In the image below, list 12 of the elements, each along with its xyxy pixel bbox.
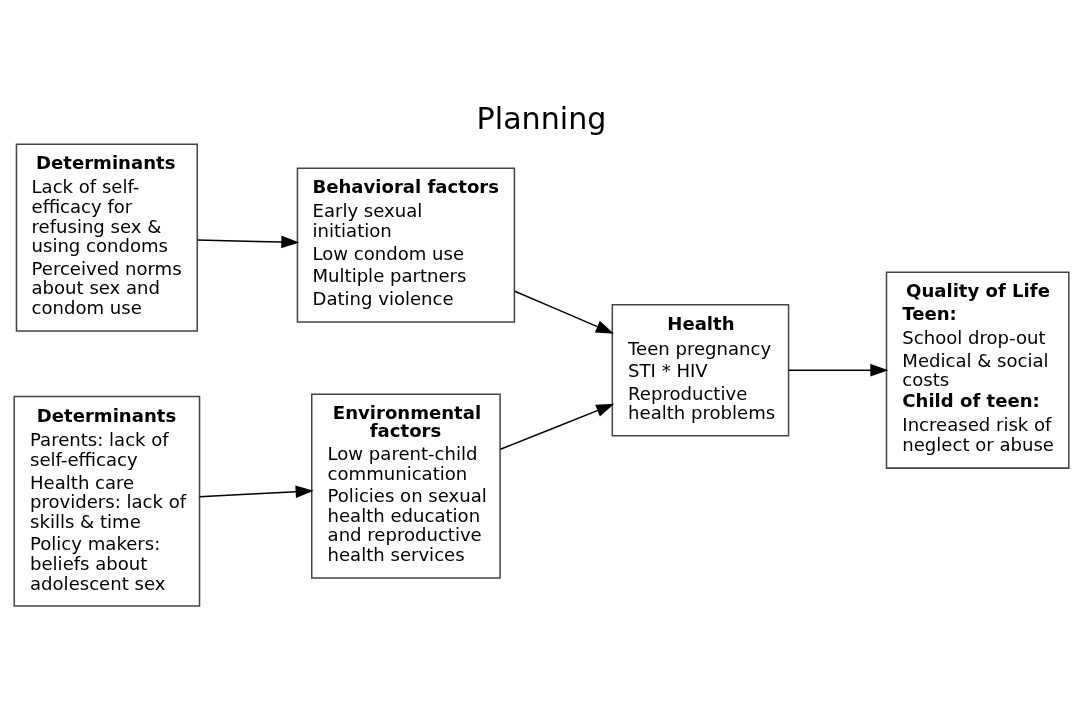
diagram-title: Planning <box>476 101 607 137</box>
node-box: Environmental factors Low parent-child communication Policies on sexual health education and reproductive health services <box>311 393 501 579</box>
node-box: Quality of Life Teen: School drop-out Medical & social costs Child of teen: Increased risk of neglect or abuse <box>885 271 1070 469</box>
arrow <box>513 290 614 334</box>
arrow <box>196 235 300 249</box>
node-box: Health Teen pregnancy STI * HIV Reproductive health problems <box>611 303 790 437</box>
arrow <box>198 485 314 499</box>
node-box: Determinants Lack of self-efficacy for refusing sex & using condoms Perceived norms about sex and condom use <box>15 143 198 332</box>
arrow <box>787 363 889 377</box>
node-box: Determinants Parents: lack of self-efficacy Health care providers: lack of skills & time Policy makers: beliefs about adolescent sex <box>13 395 201 607</box>
node-box: Behavioral factors Early sexual initiation Low condom use Multiple partners Dating violence <box>296 167 516 323</box>
arrow <box>499 403 615 450</box>
